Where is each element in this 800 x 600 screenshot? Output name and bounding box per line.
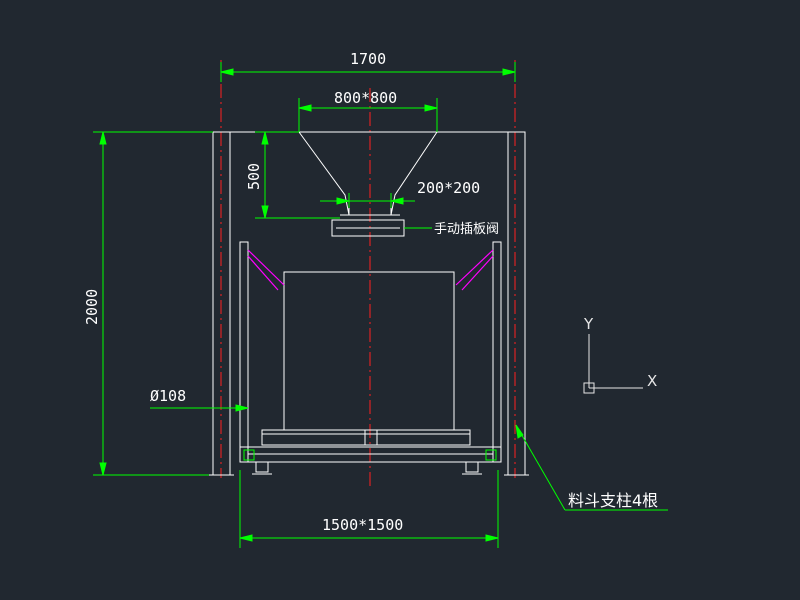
- dim-200-arrow-left: [336, 197, 350, 205]
- valve-label: 手动插板阀: [434, 222, 499, 237]
- dim-1500-text: 1500*1500: [322, 516, 403, 534]
- brace-left-b: [247, 255, 279, 291]
- foot-right: [465, 461, 479, 473]
- foot-left: [255, 461, 269, 473]
- dim-2000-text: 2000: [83, 289, 101, 325]
- ucs-icon: [583, 334, 643, 394]
- brace-left-a: [247, 249, 285, 286]
- dim-1700-text: 1700: [350, 50, 386, 68]
- column-leader-a: [515, 424, 566, 511]
- inner-left-post: [239, 241, 249, 463]
- dim-500-arrow-bottom: [261, 205, 269, 219]
- load-cell-right: [485, 449, 497, 461]
- dim-200-text: 200*200: [417, 179, 480, 197]
- dim-500-text: 500: [245, 163, 263, 190]
- frame-structure: [209, 131, 529, 476]
- brace-right-b: [461, 255, 494, 291]
- load-cell-left: [243, 449, 255, 461]
- dim-1500-arrow-left: [239, 534, 253, 542]
- dim-pipe-text: Ø108: [150, 387, 186, 405]
- right-column: [507, 131, 526, 476]
- hopper-right-wall: [390, 131, 438, 216]
- braces: [247, 249, 494, 291]
- dim-2000-arrow-bottom: [99, 462, 107, 476]
- ucs-x-label: X: [647, 372, 657, 390]
- base-frame: [239, 446, 502, 463]
- inner-right-post: [492, 241, 502, 463]
- ucs-origin-box: [583, 382, 595, 394]
- dim-800-arrow-left: [298, 104, 312, 112]
- dim-1500-arrow-right: [485, 534, 499, 542]
- column-leader-arrow: [515, 424, 524, 439]
- scale-platform: [261, 429, 471, 446]
- column-label: 料斗支柱4根: [568, 491, 658, 510]
- dimension-lines: [93, 62, 668, 548]
- dim-200-arrow-right: [390, 197, 404, 205]
- container-box: [283, 271, 455, 431]
- dim-1700-arrow-right: [502, 68, 516, 76]
- brace-right-a: [455, 249, 494, 286]
- dim-800-arrow-right: [424, 104, 438, 112]
- dim-2000-arrow-top: [99, 131, 107, 145]
- dim-pipe-arrow: [235, 404, 249, 412]
- dim-500-arrow-top: [261, 131, 269, 145]
- dim-1700-arrow-left: [220, 68, 234, 76]
- ucs-y-label: Y: [583, 315, 594, 333]
- load-cells: [243, 449, 497, 461]
- hopper-left-wall: [298, 131, 350, 216]
- dim-800-text: 800*800: [334, 89, 397, 107]
